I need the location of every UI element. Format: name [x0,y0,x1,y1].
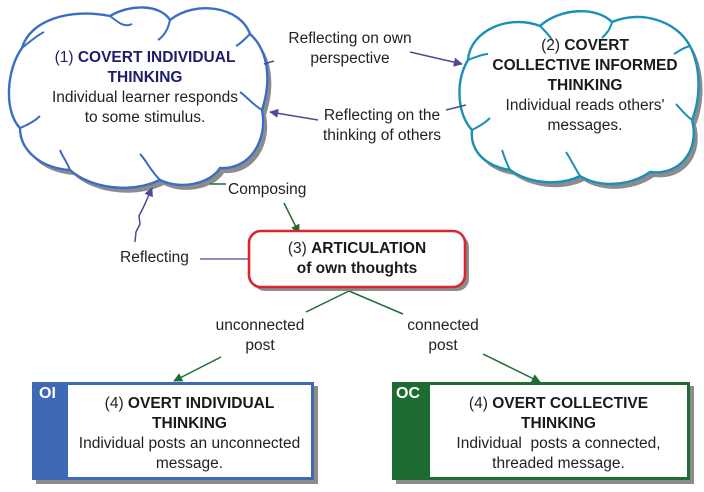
overt-collective-title-2: THINKING [521,415,596,432]
label-reflecting-own: Reflecting on own perspective [270,29,430,69]
oc-body [430,385,687,477]
overt-individual-title-2: THINKING [152,415,227,432]
overt-collective-text: (4) OVERT COLLECTIVE THINKING Individual… [430,394,687,474]
oi-tag: OI [39,385,56,402]
overt-individual-desc-2: message. [155,455,224,472]
edge-reflecting-own-arrow [409,51,463,67]
overt-collective-desc-1: Individual posts a connected, [456,435,661,452]
edge-reflecting-own-tail [263,60,275,65]
covert-collective-title-3: THINKING [547,77,623,94]
covert-individual-desc-2: to some stimulus. [84,109,206,126]
covert-collective-desc-1: Individual reads others' [505,97,665,114]
label-unconnected-post: unconnected post [200,316,320,356]
label-unconnected-1: unconnected [215,317,305,334]
covert-individual-text: (1) COVERT INDIVIDUAL THINKING Individua… [30,48,260,128]
covert-collective-desc-2: messages. [547,117,623,134]
articulation-title-2: of own thoughts [296,260,418,277]
covert-individual-title-2: THINKING [107,69,183,86]
cloud-2-inner-strokes [467,21,693,177]
label-reflecting-own-2: perspective [310,50,390,67]
articulation-title-1: ARTICULATION [311,240,427,257]
overt-individual-title-1: OVERT INDIVIDUAL [127,395,275,412]
label-reflecting-others-1: Reflecting on the [323,107,441,124]
covert-individual-number: (1) [54,49,74,66]
edge-reflecting-arrow [134,187,153,243]
articulation-text: (3) ARTICULATION of own thoughts [249,239,465,279]
label-connected-post: connected post [383,316,503,356]
label-reflecting-others-2: thinking of others [322,127,442,144]
overt-collective-number: (4) [468,395,488,412]
overt-individual-text: (4) OVERT INDIVIDUAL THINKING Individual… [68,394,311,474]
covert-collective-number: (2) [541,37,561,54]
overt-collective-desc-2: threaded message. [492,455,625,472]
label-reflecting-others: Reflecting on the thinking of others [312,106,452,146]
cloud-1-inner-strokes [19,15,263,181]
overt-individual-desc-1: Individual posts an unconnected [78,435,301,452]
edge-unconnected-tail [305,290,350,313]
edge-connected-arrow [482,353,541,383]
edge-connected-tail [348,290,404,315]
overt-individual-number: (4) [104,395,124,412]
articulation-number: (3) [287,240,307,257]
covert-collective-title-2: COLLECTIVE INFORMED [492,57,678,74]
articulation-node [247,229,467,289]
covert-individual-title-1: COVERT INDIVIDUAL [77,49,236,66]
label-composing: Composing [228,181,307,198]
cloud-covert-collective [458,10,700,186]
covert-collective-title-1: COVERT [564,37,629,54]
label-reflecting-own-1: Reflecting on own [288,30,412,47]
label-connected-1: connected [407,317,479,334]
label-unconnected-2: post [245,337,275,354]
overt-collective-title-1: OVERT COLLECTIVE [492,395,649,412]
oi-body [68,385,311,477]
edge-reflecting-others-arrow [269,108,319,121]
label-connected-2: post [428,337,458,354]
oc-tag: OC [396,385,420,402]
label-reflecting: Reflecting [120,249,189,266]
covert-collective-text: (2) COVERT COLLECTIVE INFORMED THINKING … [470,36,700,136]
edge-unconnected-arrow [173,356,222,382]
edge-reflecting-others-tail [445,104,467,111]
cloud-covert-individual [7,6,269,189]
covert-individual-desc-1: Individual learner responds [51,89,239,106]
edge-composing-arrow [283,202,300,234]
